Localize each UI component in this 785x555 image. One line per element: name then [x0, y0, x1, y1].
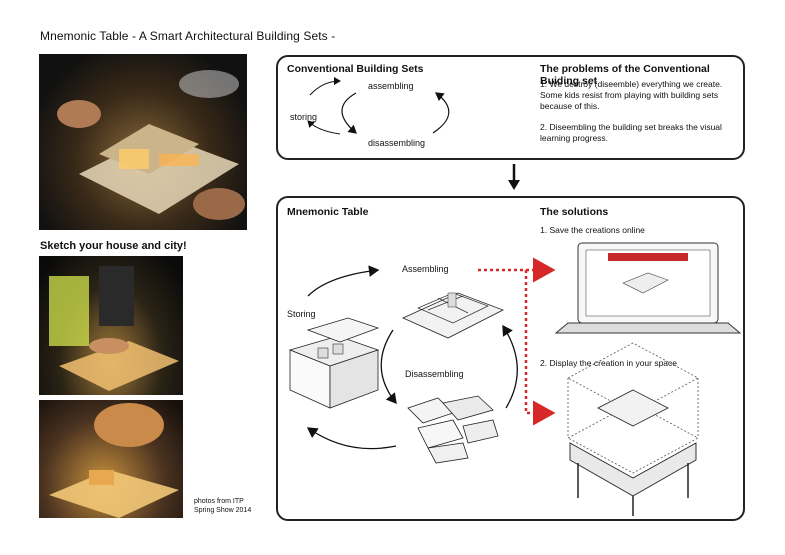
solutions-title: The solutions [540, 206, 609, 218]
photo-table-hands [39, 54, 247, 230]
solution-2: 2. Display the creation in your space [540, 358, 678, 368]
photo-credit: photos from ITP Spring Show 2014 [194, 497, 264, 515]
problem-1-line-1: 1. We destroy (diseemble) everything we … [540, 79, 723, 89]
problems-title: The problems of the Conventional Buiding… [540, 63, 710, 87]
sketch-caption: Sketch your house and city! [40, 240, 187, 252]
laptop-illustration [554, 242, 742, 334]
solution-1: 1. Save the creations online [540, 225, 645, 235]
page-title: Mnemonic Table - A Smart Architectural B… [40, 29, 336, 43]
assembled-model-illustration [402, 292, 504, 339]
arrow-disassembling-to-assembling [502, 324, 518, 409]
problem-2-line-1: 2. Diseembling the building set breaks t… [540, 122, 722, 132]
photo-kids-playing [39, 256, 183, 395]
photo-girl-building [39, 400, 183, 518]
mnemonic-diagram [288, 242, 742, 516]
problem-1-line-3: because of this. [540, 101, 600, 111]
mnemonic-panel: Mnemonic Table The solutions 1. Save the… [276, 196, 745, 521]
arrow-disassembling-to-storing [306, 427, 397, 450]
arrow-storing-to-assembling [307, 265, 380, 297]
problem-2-line-2: learning progress. [540, 133, 609, 143]
conventional-assembling-label: assembling [368, 81, 414, 91]
disassembled-pieces-illustration [407, 395, 499, 464]
conventional-storing-label: storing [290, 112, 318, 122]
conventional-title: Conventional Building Sets [287, 63, 424, 75]
red-arrow-to-table [524, 270, 556, 426]
conventional-cycle-arrows [307, 77, 450, 135]
mnemonic-title: Mnemonic Table [287, 206, 369, 218]
storage-box-illustration [288, 317, 380, 409]
problem-1-line-2: Some kids resist from playing with build… [540, 90, 719, 100]
problems-list: 1. We destroy (diseemble) everything we … [540, 79, 745, 144]
credit-line-2: Spring Show 2014 [194, 507, 252, 514]
display-table-illustration [567, 342, 699, 516]
arrow-assembling-to-disassembling [380, 329, 397, 405]
conventional-disassembling-label: disassembling [368, 138, 426, 148]
mnemonic-disassembling-label: Disassembling [405, 369, 464, 379]
mnemonic-assembling-label: Assembling [402, 264, 449, 274]
mnemonic-storing-label: Storing [287, 309, 316, 319]
conventional-panel: Conventional Building Sets assembling st… [276, 55, 745, 160]
credit-line-1: photos from ITP [194, 498, 244, 505]
